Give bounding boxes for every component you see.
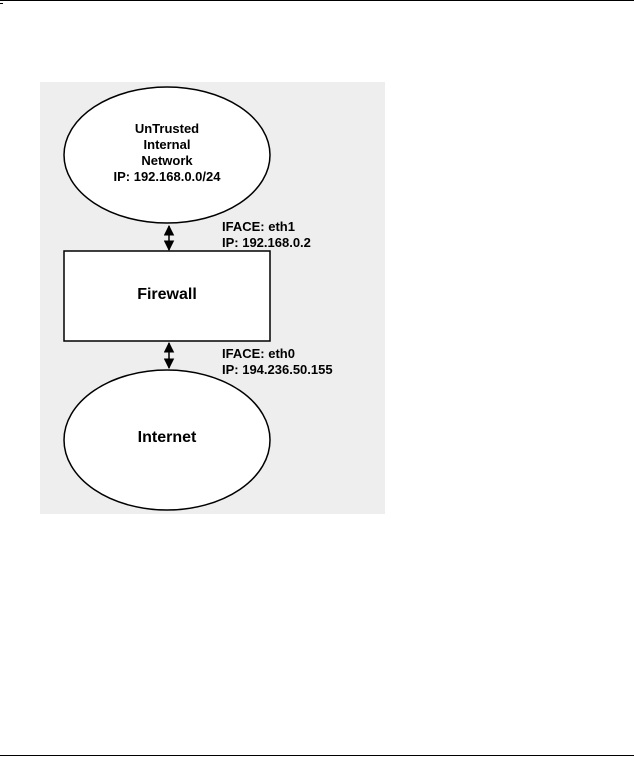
eth0-iface-name: IFACE: eth0 [222,346,295,361]
bottom-border-line [0,755,634,756]
internet-ellipse [63,369,271,511]
firewall-box [63,250,271,342]
eth1-interface-label: IFACE: eth1 IP: 192.168.0.2 [222,219,311,251]
untrusted-line-2: Internal [143,137,191,152]
untrusted-ip: IP: 192.168.0.0/24 [113,169,221,184]
eth0-ip: IP: 194.236.50.155 [222,362,333,377]
internet-label: Internet [137,429,197,446]
corner-mark [0,3,3,4]
eth0-interface-label: IFACE: eth0 IP: 194.236.50.155 [222,346,333,378]
untrusted-network-label: UnTrusted Internal Network IP: 192.168.0… [97,121,237,185]
top-border-line [0,0,634,1]
eth1-ip: IP: 192.168.0.2 [222,235,311,250]
firewall-label: Firewall [137,286,197,303]
untrusted-line-3: Network [141,153,193,168]
untrusted-network-ellipse [63,86,271,224]
untrusted-line-1: UnTrusted [134,121,200,136]
eth1-iface-name: IFACE: eth1 [222,219,295,234]
